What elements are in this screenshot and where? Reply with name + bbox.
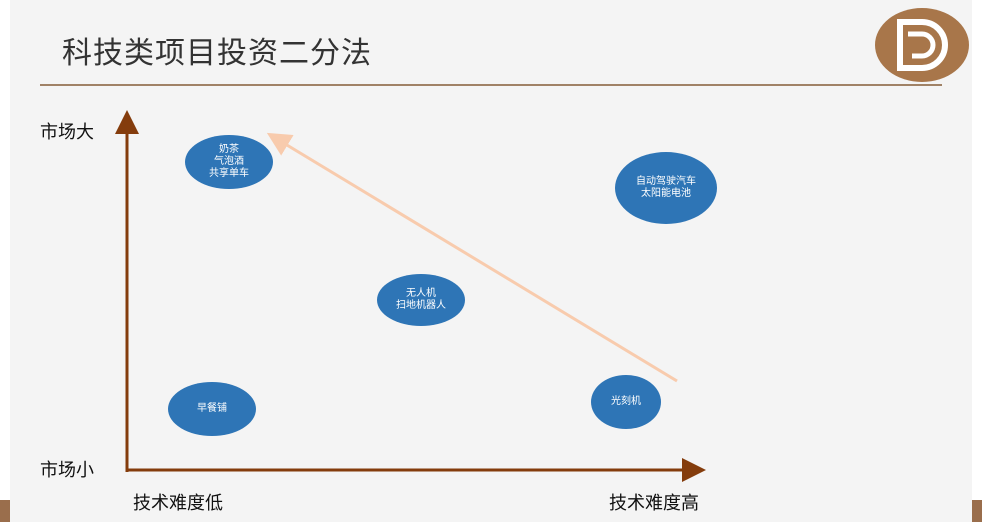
y-axis-bottom-label: 市场小 <box>40 460 94 481</box>
bubble-shape <box>591 375 661 429</box>
y-axis-top-label: 市场大 <box>40 122 94 143</box>
trend-arrow <box>266 132 678 383</box>
footer-bar-right <box>972 500 982 522</box>
slide <box>10 0 972 522</box>
title-divider <box>40 84 942 86</box>
company-logo <box>875 8 969 82</box>
bubble-label: 光刻机 <box>611 396 641 407</box>
bubble-label: 自动驾驶汽车 太阳能电池 <box>636 176 696 199</box>
footer-bar-left <box>0 500 10 522</box>
bubble-label: 奶茶 气泡酒 共享单车 <box>209 144 249 179</box>
bubble-shape <box>377 274 465 326</box>
x-axis-right-label: 技术难度高 <box>609 493 699 514</box>
bubble-label: 早餐铺 <box>197 403 227 414</box>
x-axis-left-label: 技术难度低 <box>133 493 223 514</box>
page-title: 科技类项目投资二分法 <box>62 36 372 71</box>
bubble-shape <box>615 152 717 224</box>
bubble-shape <box>185 135 273 189</box>
bubble-shape <box>168 382 256 436</box>
bubble-label: 无人机 扫地机器人 <box>396 288 446 311</box>
